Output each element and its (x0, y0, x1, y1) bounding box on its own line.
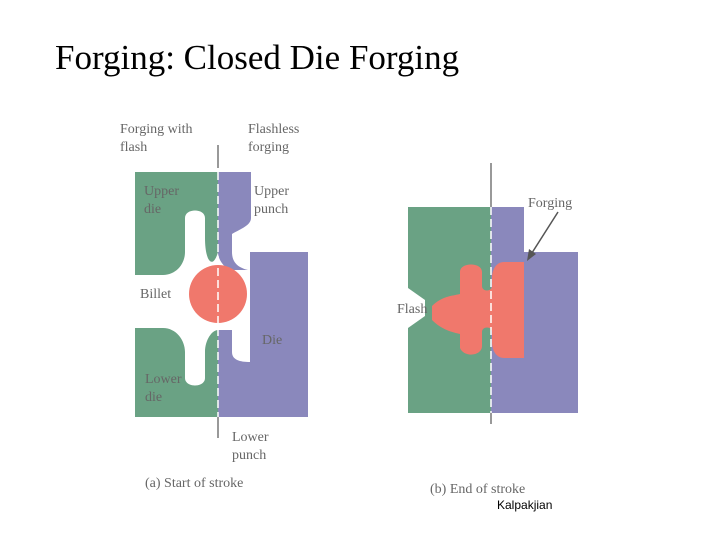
forging-pointer-arrow (529, 211, 559, 257)
forging-with-flash-label-line2: flash (120, 140, 147, 155)
slide-title: Forging: Closed Die Forging (55, 38, 460, 77)
lower-die (135, 328, 218, 417)
lower-die-label-line2: die (145, 390, 162, 405)
lower-punch (218, 330, 250, 417)
forging-pointer-arrowhead (527, 249, 536, 261)
lower-die-label: Lower (145, 372, 182, 387)
billet-label: Billet (140, 287, 171, 302)
end-of-stroke-illustration: Forging Flash (b) End of stroke (397, 163, 578, 497)
closed-die-right (491, 207, 578, 413)
start-of-stroke-illustration: Forging with flash Flashless forging Upp… (120, 122, 308, 491)
forging-label: Forging (528, 196, 572, 211)
upper-punch-label: Upper (254, 184, 289, 199)
forging-with-flash-label: Forging with (120, 122, 192, 137)
upper-punch-label-line2: punch (254, 202, 288, 217)
credit-text: Kalpakjian (497, 498, 553, 512)
flash-label: Flash (397, 302, 427, 317)
lower-punch-label-line2: punch (232, 448, 266, 463)
caption-end-of-stroke: (b) End of stroke (430, 482, 525, 497)
flashless-forging-label-line2: forging (248, 140, 289, 155)
die-label: Die (262, 333, 282, 348)
upper-punch (218, 172, 251, 270)
upper-die-label: Upper (144, 184, 179, 199)
lower-punch-label: Lower (232, 430, 269, 445)
die (250, 252, 308, 417)
forged-part (432, 262, 524, 358)
flashless-forging-label: Flashless (248, 122, 299, 137)
upper-die-label-line2: die (144, 202, 161, 217)
upper-die (135, 172, 218, 275)
caption-start-of-stroke: (a) Start of stroke (145, 476, 243, 491)
